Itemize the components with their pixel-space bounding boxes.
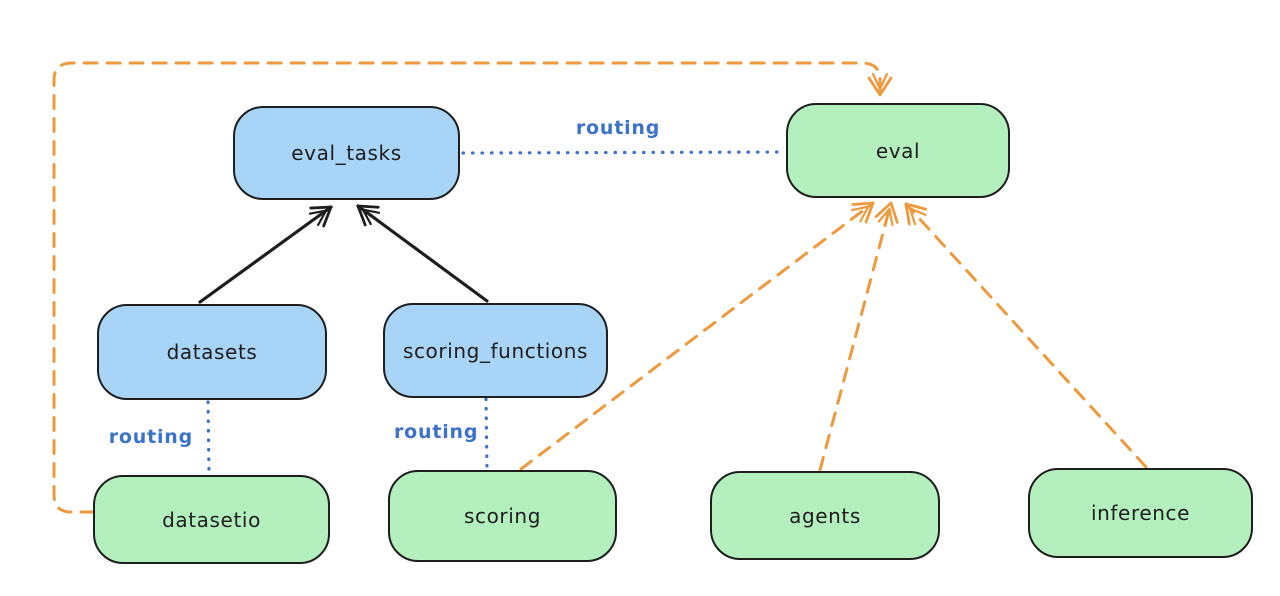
edge-datasets-eval-tasks: [198, 205, 333, 304]
node-eval: eval: [786, 103, 1010, 198]
node-scoring-functions: scoring_functions: [383, 303, 608, 398]
node-inference-label: inference: [1090, 501, 1191, 525]
edge-inference-eval: [904, 202, 1148, 469]
node-datasets: datasets: [97, 304, 327, 400]
node-eval-tasks-label: eval_tasks: [291, 141, 402, 165]
edge-eval-tasks-eval-routing: [461, 150, 786, 155]
routing-label-datasets-datasetio: routing: [108, 426, 193, 448]
node-eval-label: eval: [875, 138, 921, 163]
routing-label-eval-tasks-eval: routing: [575, 117, 661, 139]
node-scoring-label: scoring: [463, 504, 541, 528]
edge-scoring-eval: [519, 201, 875, 471]
node-datasets-label: datasets: [166, 340, 258, 364]
edge-agents-eval: [818, 201, 899, 472]
node-scoring: scoring: [388, 470, 617, 562]
node-agents: agents: [710, 471, 940, 560]
node-datasetio-label: datasetio: [162, 507, 261, 532]
edge-scoring-functions-scoring-routing: [484, 397, 489, 470]
node-eval-tasks: eval_tasks: [233, 106, 460, 200]
edge-datasets-datasetio-routing: [206, 400, 211, 475]
edge-datasetio-eval: [52, 61, 893, 514]
routing-label-scoring-functions-scoring: routing: [394, 421, 479, 443]
node-datasetio: datasetio: [93, 475, 330, 564]
node-inference: inference: [1028, 468, 1253, 558]
node-agents-label: agents: [789, 503, 861, 528]
edge-scoring-functions-eval-tasks: [356, 204, 489, 303]
node-scoring-functions-label: scoring_functions: [402, 338, 589, 363]
